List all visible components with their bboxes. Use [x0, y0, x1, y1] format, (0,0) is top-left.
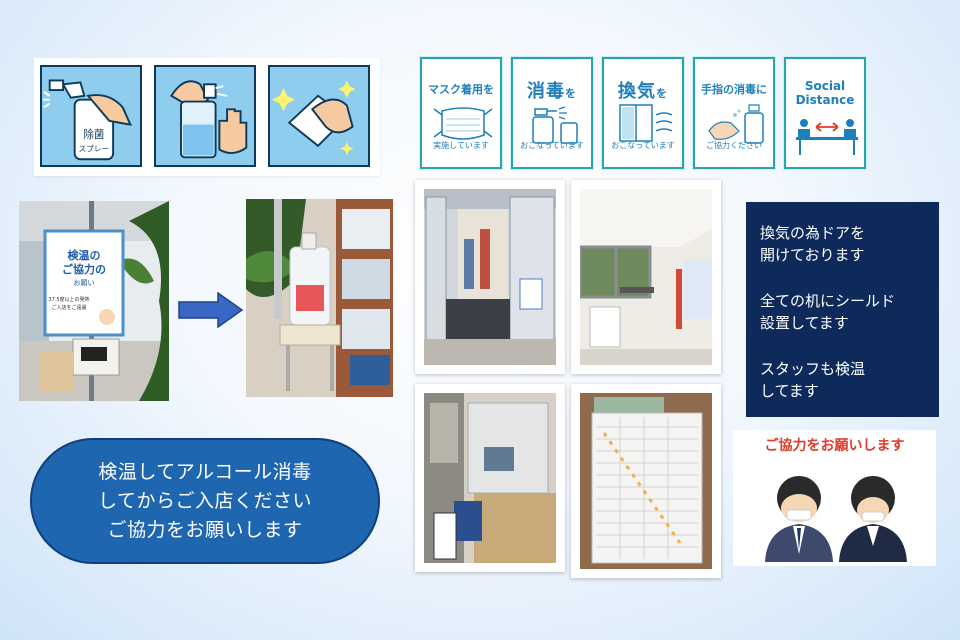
sign-heading: 手指の消毒に: [701, 83, 767, 96]
shield-photo-frame: [415, 384, 565, 572]
svg-text:スプレー: スプレー: [79, 145, 110, 154]
mask-rule-sign: マスク着用を 実施しています: [420, 57, 502, 169]
spray-bottle-icon: 除菌 スプレー: [40, 65, 142, 167]
desk-shield-photo: [424, 393, 556, 563]
svg-text:ご協力の: ご協力の: [62, 262, 106, 276]
entrance-photo-frame: [415, 180, 565, 374]
bowing-staff-illustration: [765, 476, 907, 562]
svg-text:ご入店をご遠慮: ご入店をご遠慮: [51, 304, 86, 311]
window-ventilation-icon: [619, 104, 673, 142]
wiping-cloth-icon: [268, 65, 370, 167]
hygiene-icon-strip: 除菌 スプレー: [34, 58, 380, 176]
right-arrow-icon: [178, 292, 244, 328]
info-staff-text: スタッフも検温 してます: [760, 360, 866, 400]
sign-heading: Social Distance: [795, 79, 855, 107]
request-title: ご協力をお願いします: [764, 438, 905, 454]
disinfectant-bottle-icon: [532, 106, 578, 144]
window-photo-frame: [571, 180, 721, 374]
svg-text:37.5度以上の発熱: 37.5度以上の発熱: [48, 296, 89, 303]
sign-footer: おこなっています: [611, 141, 675, 150]
temperature-log-photo: [580, 393, 712, 569]
ventilation-rule-sign: 換気を おこなっています: [602, 57, 684, 169]
sign-footer: ご協力ください: [706, 141, 762, 150]
distanced-desks-icon: [796, 119, 858, 155]
svg-text:お願い: お願い: [74, 279, 95, 287]
info-shield-text: 全ての机にシールド 設置してます: [760, 292, 896, 332]
svg-text:検温の: 検温の: [68, 248, 101, 262]
sign-footer: 実施しています: [433, 141, 489, 150]
hand-sanitizer-icon: [154, 65, 256, 167]
svg-text:除菌: 除菌: [83, 128, 104, 141]
hand-sanitizer-icon: [708, 104, 764, 144]
info-box: 換気の為ドアを 開けております 全ての机にシールド 設置してます スタッフも検温…: [746, 202, 939, 417]
temperature-station-photo: 検温の ご協力の お願い 37.5度以上の発熱 ご入店をご遠慮: [19, 201, 169, 401]
entry-notice-pill: 検温してアルコール消毒 してからご入店ください ご協力をお願いします: [30, 438, 380, 564]
sign-heading: 消毒を: [527, 81, 577, 102]
disinfect-rule-sign: 消毒を おこなっています: [511, 57, 593, 169]
sign-heading: 換気を: [618, 81, 668, 102]
info-ventilation-text: 換気の為ドアを 開けております: [760, 224, 866, 264]
sign-heading: マスク着用を: [428, 83, 494, 96]
mask-icon: [433, 107, 493, 140]
open-door-photo: [424, 189, 556, 365]
social-distance-sign: Social Distance: [784, 57, 866, 169]
checklist-photo-frame: [571, 384, 721, 578]
open-window-photo: [580, 189, 712, 365]
hand-disinfect-rule-sign: 手指の消毒に ご協力ください: [693, 57, 775, 169]
sign-footer: おこなっています: [520, 141, 584, 150]
request-panel: ご協力をお願いします: [733, 430, 936, 566]
sanitizer-stand-photo: [246, 199, 393, 397]
